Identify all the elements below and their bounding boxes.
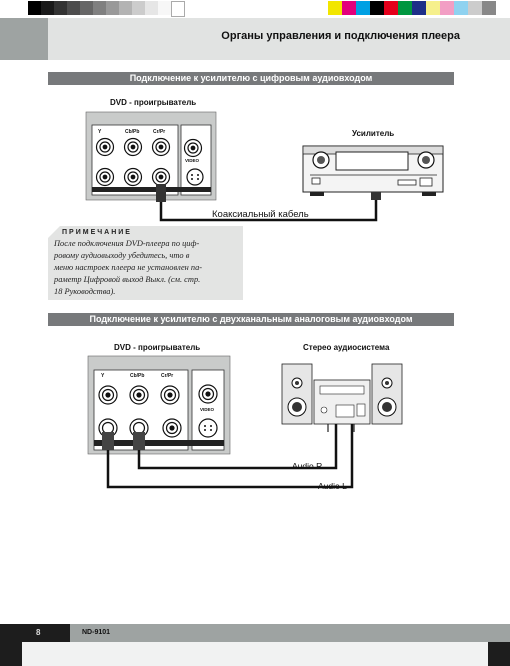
rca-plug-right (133, 432, 145, 450)
cal-swatch (119, 1, 132, 15)
cal-swatch (54, 1, 67, 15)
panel-label-video-2: VIDEO (200, 407, 215, 412)
panel-label-y-2: Y (101, 373, 105, 379)
panel-label-y: Y (98, 129, 102, 135)
amp-display (335, 151, 409, 171)
dvd-player-label: DVD - проигрыватель (110, 98, 197, 107)
panel-label-cb: Cb/Pb (125, 129, 140, 135)
amplifier-label: Усилитель (352, 129, 395, 138)
model-name: ND-9101 (82, 629, 111, 636)
panel-label-video: VIDEO (185, 158, 200, 163)
coaxial-cable (159, 196, 378, 222)
cal-swatch (28, 1, 41, 15)
cal-swatch (482, 1, 496, 15)
cal-swatch (342, 1, 356, 15)
cal-swatch (468, 1, 482, 15)
cal-swatch (412, 1, 426, 15)
note-line: 18 Руководства). (54, 287, 116, 296)
section-title-analog: Подключение к усилителю с двухканальным … (48, 313, 454, 326)
dvd-player-label-2: DVD - проигрыватель (114, 343, 201, 352)
cal-swatch (80, 1, 93, 15)
section-title-digital: Подключение к усилителю с цифровым аудио… (48, 72, 454, 85)
panel-label-cr-2: Cr/Pr (161, 373, 174, 379)
cal-swatch (426, 1, 440, 15)
cal-swatch (158, 1, 171, 15)
cal-swatch (328, 1, 342, 15)
page-title: Органы управления и подключения плеера (221, 30, 460, 42)
note-box (48, 226, 243, 300)
cal-swatch (370, 1, 384, 15)
note-line: ровому аудиовыходу убедитесь, что в (54, 251, 190, 260)
color-calibration-strip (0, 0, 510, 17)
footer-band (70, 624, 510, 642)
panel-label-cr: Cr/Pr (153, 129, 166, 135)
stereo-system-label: Стерео аудиосистема (303, 343, 390, 352)
cal-swatch (145, 1, 158, 15)
footer-strip (0, 642, 510, 666)
cal-swatch (132, 1, 145, 15)
jack-svideo-2 (198, 418, 218, 438)
cal-swatch (106, 1, 119, 15)
audio-l-cable (106, 424, 354, 489)
audio-r-cable (137, 424, 338, 470)
page-number: 8 (36, 628, 41, 637)
footer-page-block (0, 624, 70, 642)
cal-swatch (93, 1, 106, 15)
note-line: раметр Цифровой выход Выкл. (см. стр. (54, 275, 201, 284)
cal-swatch (41, 1, 54, 15)
coaxial-cable-label: Коаксиальный кабель (212, 209, 309, 220)
digital-connection-diagram (85, 111, 444, 222)
rca-plug-left (102, 432, 114, 450)
audio-r-label: Audio R (292, 461, 323, 471)
cal-swatch (440, 1, 454, 15)
coaxial-plug (156, 184, 166, 202)
note-line: После подключения DVD-плеера по циф- (54, 239, 200, 248)
footer-corner-left (0, 642, 22, 666)
header-panel (48, 18, 510, 60)
cal-swatch (67, 1, 80, 15)
jack-svideo (186, 168, 204, 186)
cal-swatch (356, 1, 370, 15)
video-output-block (180, 124, 212, 196)
note-text: После подключения DVD-плеера по циф- ров… (54, 238, 240, 298)
cal-swatch (384, 1, 398, 15)
footer-corner-right (488, 642, 510, 666)
cal-swatch (171, 1, 185, 17)
panel-label-cb-2: Cb/Pb (130, 373, 145, 379)
note-line: меню настроек плеера не установлен па- (54, 263, 203, 272)
cal-swatch (398, 1, 412, 15)
note-corner (48, 226, 60, 238)
note-title: ПРИМЕЧАНИЕ (62, 229, 132, 236)
cal-swatch (454, 1, 468, 15)
analog-connection-diagram (87, 355, 403, 489)
